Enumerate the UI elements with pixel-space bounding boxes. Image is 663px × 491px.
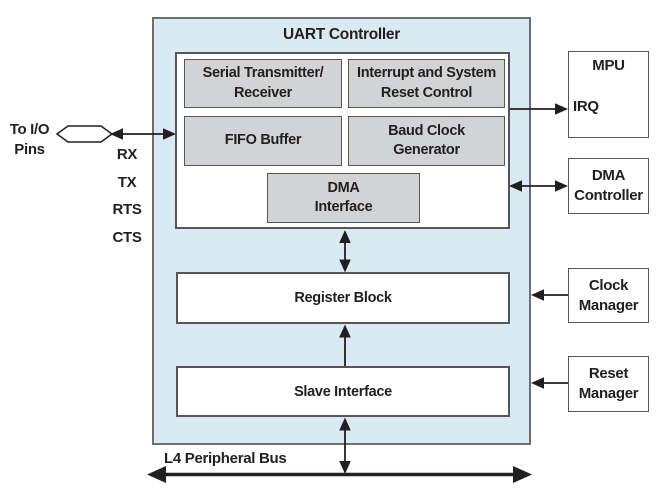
block-fifo-buffer-label: FIFO Buffer [224,132,302,149]
io-pins-label: To I/O Pins [9,121,50,158]
signal-label-cts: CTS [112,228,142,246]
block-interrupt-reset-control: Interrupt and System Reset Control [348,59,505,108]
uart-controller-title: UART Controller [283,26,400,43]
box-reset-manager: Reset Manager [568,356,649,412]
l4-bus-label: L4 Peripheral Bus [164,450,287,467]
block-serial-transmitter-receiver: Serial Transmitter/ Receiver [184,59,342,108]
block-register-block-label: Register Block [294,290,392,306]
mpu-label: MPU [592,57,625,74]
block-serial-transmitter-receiver-label: Serial Transmitter/ Receiver [202,65,324,101]
box-clock-manager: Clock Manager [568,268,649,323]
block-interrupt-reset-control-label: Interrupt and System Reset Control [356,65,497,101]
block-fifo-buffer: FIFO Buffer [184,116,342,166]
block-slave-interface: Slave Interface [176,366,510,417]
box-dma-controller: DMA Controller [568,158,649,214]
signal-label-rx: RX [116,146,138,163]
signal-label-tx: TX [117,173,137,191]
block-baud-clock-generator-label: Baud Clock Generator [388,122,465,158]
reset-manager-arrow [531,377,568,389]
block-dma-interface: DMA Interface [267,173,420,223]
signal-label-rts: RTS [112,201,142,219]
block-dma-interface-label: DMA Interface [314,179,373,215]
block-register-block: Register Block [176,272,510,324]
reset-manager-label: Reset Manager [578,365,639,402]
clock-manager-arrow [531,289,568,301]
block-baud-clock-generator: Baud Clock Generator [348,116,505,166]
l4-bus-line [147,466,532,483]
block-slave-interface-label: Slave Interface [294,383,392,400]
box-mpu: MPU IRQ [568,51,649,138]
clock-manager-label: Clock Manager [578,276,639,314]
io-signal-labels: RX TX RTS CTS [105,141,149,251]
io-pin-symbol [55,125,114,143]
irq-label: IRQ [573,98,599,115]
dma-controller-label: DMA Controller [574,167,643,204]
